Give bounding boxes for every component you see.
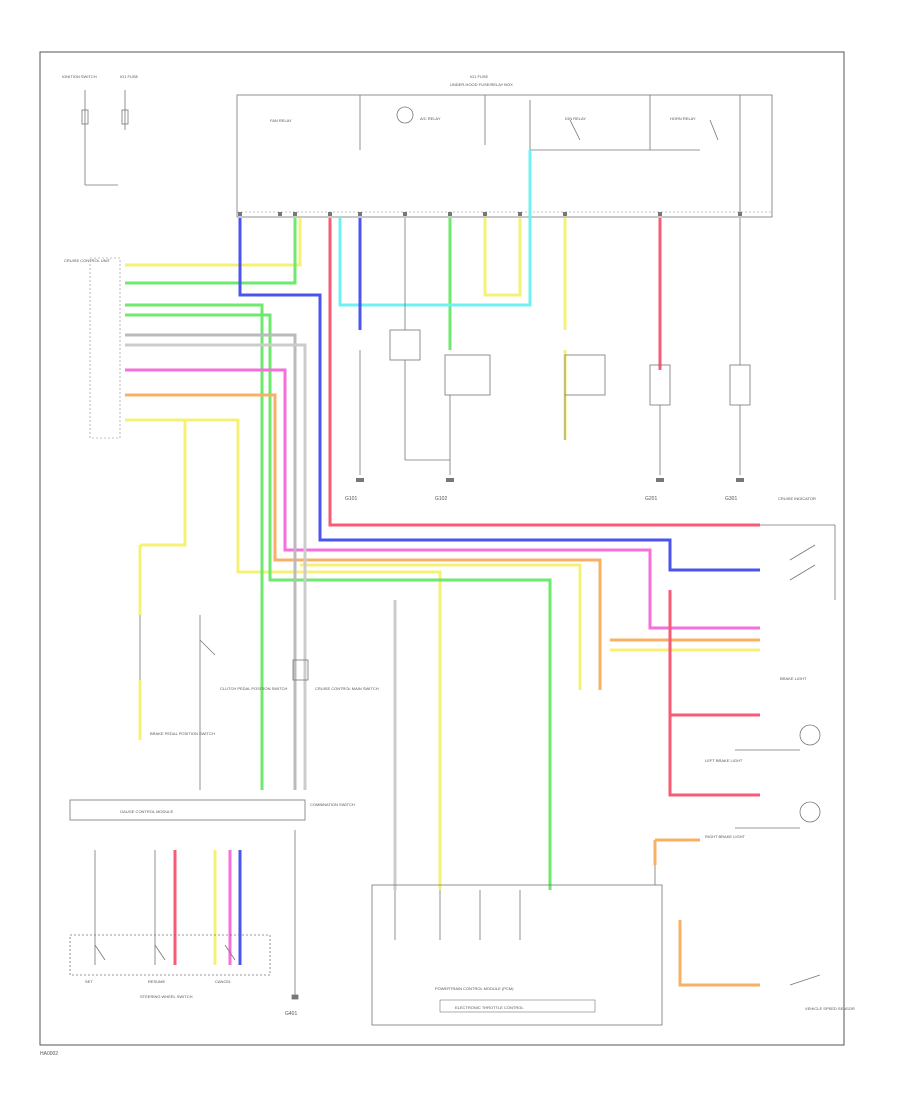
mid-components <box>359 218 751 475</box>
ground-3-label: G201 <box>645 496 657 502</box>
ground-2-label: G102 <box>435 496 447 502</box>
wire-harness <box>125 150 760 987</box>
ecm-label: POWERTRAIN CONTROL MODULE (PCM) <box>435 986 514 991</box>
ground-1-label: G101 <box>345 496 357 502</box>
right-label-5: VEHICLE SPEED SENSOR <box>805 1006 855 1011</box>
top-left-fuses <box>81 90 129 186</box>
right-side-components <box>735 524 836 986</box>
steering-switch-label: STEERING WHEEL SWITCH <box>140 994 193 999</box>
cruise-unit-label: CRUISE CONTROL UNIT <box>64 258 111 263</box>
ground-symbols <box>356 478 744 482</box>
right-label-2: BRAKE LIGHT <box>780 676 807 681</box>
underhood-fuse-box <box>236 94 773 218</box>
connector-pins <box>238 212 742 216</box>
underhood-box-label: UNDER-HOOD FUSE/RELAY BOX <box>450 82 513 87</box>
pcm-block <box>371 884 663 1026</box>
fuse-top-left-1-label: IGNITION SWITCH <box>62 74 97 79</box>
brake-switch-label: BRAKE PEDAL POSITION SWITCH <box>150 731 215 736</box>
relays <box>359 95 741 212</box>
right-label-1: CRUISE INDICATOR <box>778 496 816 501</box>
clutch-switch-label: CLUTCH PEDAL POSITION SWITCH <box>220 686 288 691</box>
gauge-control-label: GAUGE CONTROL MODULE <box>120 809 174 814</box>
combination-switch-label: COMBINATION SWITCH <box>310 802 355 807</box>
ground-4-label: G301 <box>725 496 737 502</box>
relay-3-label: IGN RELAY <box>565 116 586 121</box>
steering-switch-block <box>69 934 271 976</box>
ground-5-label: G401 <box>285 1011 297 1017</box>
cruise-unit-block <box>89 257 121 439</box>
relay-4-label: HORN RELAY <box>670 116 696 121</box>
right-label-4: RIGHT BRAKE LIGHT <box>705 834 745 839</box>
relay-1-label: FAN RELAY <box>270 118 292 123</box>
resume-switch-label: RESUME <box>148 979 165 984</box>
right-label-3: LEFT BRAKE LIGHT <box>705 758 743 763</box>
set-switch-label: SET <box>85 979 93 984</box>
ecm-sub-label: ELECTRONIC THROTTLE CONTROL <box>455 1005 524 1010</box>
cancel-switch-label: CANCEL <box>215 979 232 984</box>
fuse-top-center-label: IG1 FUSE <box>470 74 489 79</box>
fuse-top-left-2-label: IG1 FUSE <box>120 74 139 79</box>
gauge-control-module <box>69 799 306 821</box>
relay-2-label: A/C RELAY <box>420 116 441 121</box>
footer-code: HA0002 <box>40 1051 58 1057</box>
pedal-switches <box>139 615 309 790</box>
outer-frame <box>39 51 845 1046</box>
cruise-switch-label: CRUISE CONTROL MAIN SWITCH <box>315 686 379 691</box>
